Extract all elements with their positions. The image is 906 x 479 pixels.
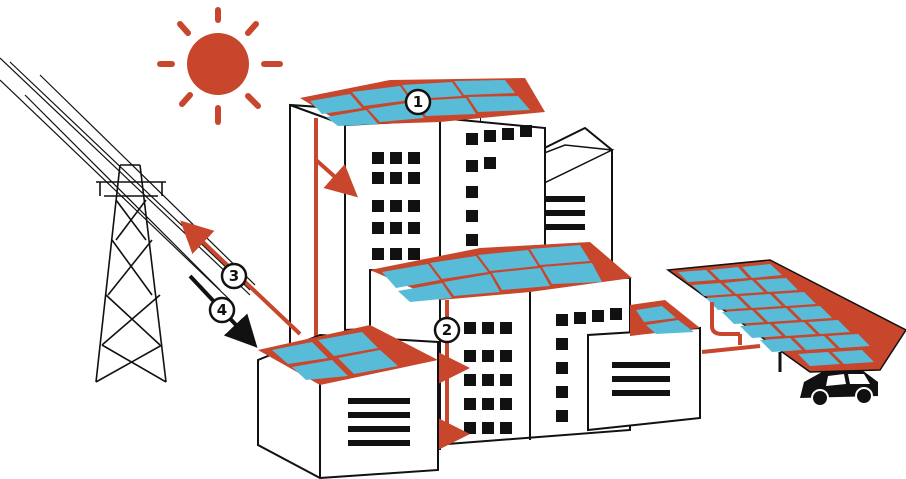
marker-circle [220,262,248,290]
power-pylon-icon [95,164,167,383]
marker-circle [433,316,461,344]
marker-label: 2 [442,321,452,339]
marker-label: 1 [413,93,423,111]
marker-circle [208,296,236,324]
solar-carport-icon [665,259,906,373]
building-right-low [587,300,701,432]
marker-export-to-grid: 3 [220,262,248,290]
marker-rooftop-panels: 1 [404,88,432,116]
car-icon [800,370,878,407]
marker-label: 4 [217,301,227,319]
marker-internal-distribution: 2 [433,316,461,344]
marker-import-from-grid: 4 [208,296,236,324]
sun-icon [157,7,283,125]
building-front [257,325,439,479]
marker-circle [404,88,432,116]
marker-label: 3 [229,267,239,285]
